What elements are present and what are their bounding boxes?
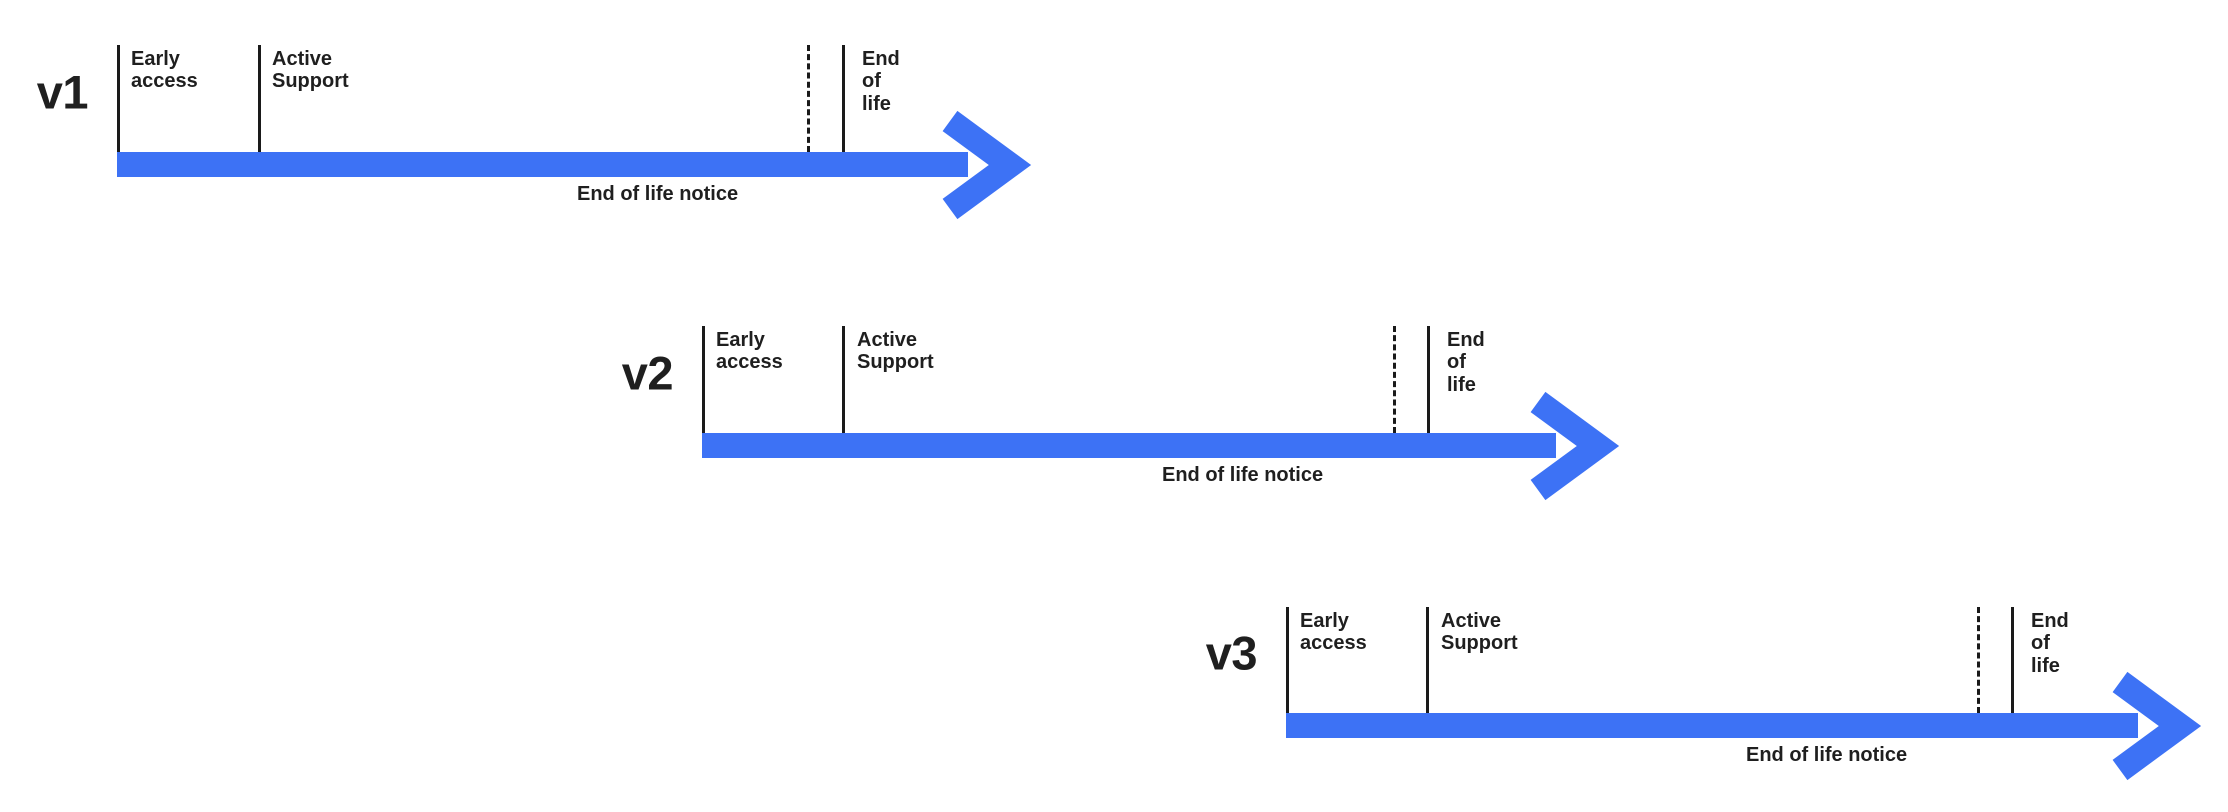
tick-active-support-start xyxy=(842,326,845,433)
tick-active-support-start xyxy=(258,45,261,152)
version-label-v1: v1 xyxy=(36,65,89,119)
timeline-bar xyxy=(1286,713,2138,738)
arrow-head-icon xyxy=(908,105,1032,225)
notice-label-end-of-life-notice: End of life notice xyxy=(1746,744,1908,766)
phase-label-end-of-life: End of life xyxy=(862,48,900,115)
phase-label-active-support: Active Support xyxy=(857,329,934,374)
tick-end-of-life-notice-dashed xyxy=(807,45,810,152)
phase-label-end-of-life: End of life xyxy=(1447,329,1485,396)
tick-end-of-life-notice-dashed xyxy=(1977,607,1980,713)
tick-early-access-start xyxy=(117,45,120,152)
version-label-v2: v2 xyxy=(621,346,674,400)
arrow-head-icon xyxy=(2078,666,2202,786)
tick-early-access-start xyxy=(702,326,705,433)
notice-label-end-of-life-notice: End of life notice xyxy=(577,183,739,205)
phase-label-early-access: Early access xyxy=(716,329,783,374)
timeline-bar xyxy=(702,433,1556,458)
arrow-head-icon xyxy=(1496,386,1620,506)
tick-early-access-start xyxy=(1286,607,1289,713)
phase-label-early-access: Early access xyxy=(131,48,198,93)
phase-label-end-of-life: End of life xyxy=(2031,610,2069,677)
phase-label-early-access: Early access xyxy=(1300,610,1367,655)
tick-end-of-life-start xyxy=(1427,326,1430,433)
tick-end-of-life-start xyxy=(2011,607,2014,713)
tick-end-of-life-start xyxy=(842,45,845,152)
phase-label-active-support: Active Support xyxy=(1441,610,1518,655)
timeline-bar xyxy=(117,152,968,177)
tick-end-of-life-notice-dashed xyxy=(1393,326,1396,433)
tick-active-support-start xyxy=(1426,607,1429,713)
version-label-v3: v3 xyxy=(1205,626,1258,680)
notice-label-end-of-life-notice: End of life notice xyxy=(1162,464,1324,486)
phase-label-active-support: Active Support xyxy=(272,48,349,93)
